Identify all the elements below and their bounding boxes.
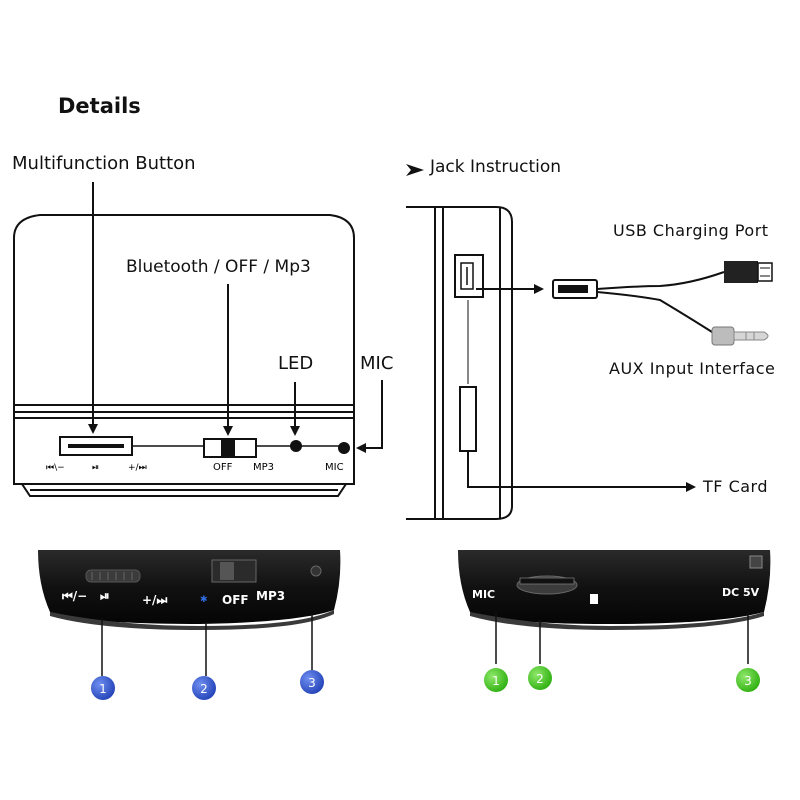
callout-arrows-side <box>467 284 696 492</box>
green-marker-3 <box>736 668 760 692</box>
page-title: Details <box>58 94 141 118</box>
multifunction-button-label: Multifunction Button <box>12 153 196 174</box>
speaker-photo-right <box>458 550 771 630</box>
led-indicator <box>290 440 302 452</box>
blue-marker-1-label: 1 <box>99 682 107 696</box>
front-switch-label-mp3: MP3 <box>253 462 274 473</box>
tf-card-label: TF Card <box>703 477 768 496</box>
photo-label-off: OFF <box>222 593 249 607</box>
speaker-front-drawing <box>13 214 355 497</box>
led-label: LED <box>278 353 314 374</box>
green-marker-2 <box>528 666 552 690</box>
photo-label-mp3: MP3 <box>256 589 285 603</box>
photo-left-lead-lines <box>101 614 313 676</box>
blue-marker-2-label: 2 <box>200 682 208 696</box>
photo-label-play: ⏯ <box>100 589 110 603</box>
blue-marker-3-label: 3 <box>308 676 316 690</box>
green-marker-2-label: 2 <box>536 672 544 686</box>
bluetooth-switch-label: Bluetooth / OFF / Mp3 <box>126 257 311 277</box>
callout-arrows-front <box>88 182 383 453</box>
green-marker-1-label: 1 <box>492 674 500 688</box>
photo-label-next: +/⏭ <box>142 593 167 607</box>
jack-instruction-heading: Jack Instruction <box>430 157 562 177</box>
speaker-photo-left: ✱ <box>38 550 341 630</box>
photo-right-lead-lines <box>495 612 749 664</box>
blue-marker-2 <box>192 676 216 700</box>
jack-instruction-bullet-icon <box>406 164 424 176</box>
svg-text:✱: ✱ <box>200 595 208 605</box>
speaker-side-drawing <box>406 206 513 520</box>
blue-marker-3 <box>300 670 324 694</box>
front-button-label-play: ⏯ <box>92 463 99 473</box>
usb-aux-cable <box>552 261 773 346</box>
front-switch-label-off: OFF <box>213 462 233 473</box>
photo-right-mic-label: MIC <box>472 588 495 601</box>
blue-marker-1 <box>91 676 115 700</box>
multifunction-button-strip <box>59 436 133 456</box>
front-button-label-next: +/⏭ <box>128 463 147 473</box>
aux-input-label: AUX Input Interface <box>609 359 776 378</box>
green-marker-3-label: 3 <box>744 674 752 688</box>
photo-right-dc-label: DC 5V <box>722 586 760 599</box>
usb-charging-port-label: USB Charging Port <box>613 221 769 240</box>
front-mic-label: MIC <box>325 462 344 473</box>
green-marker-1 <box>484 668 508 692</box>
photo-label-prev: ⏮/− <box>62 589 87 603</box>
mode-switch <box>203 438 257 458</box>
front-button-label-prev: ⏮\− <box>46 463 65 473</box>
mic-label: MIC <box>360 353 394 374</box>
mic-hole <box>338 442 350 454</box>
